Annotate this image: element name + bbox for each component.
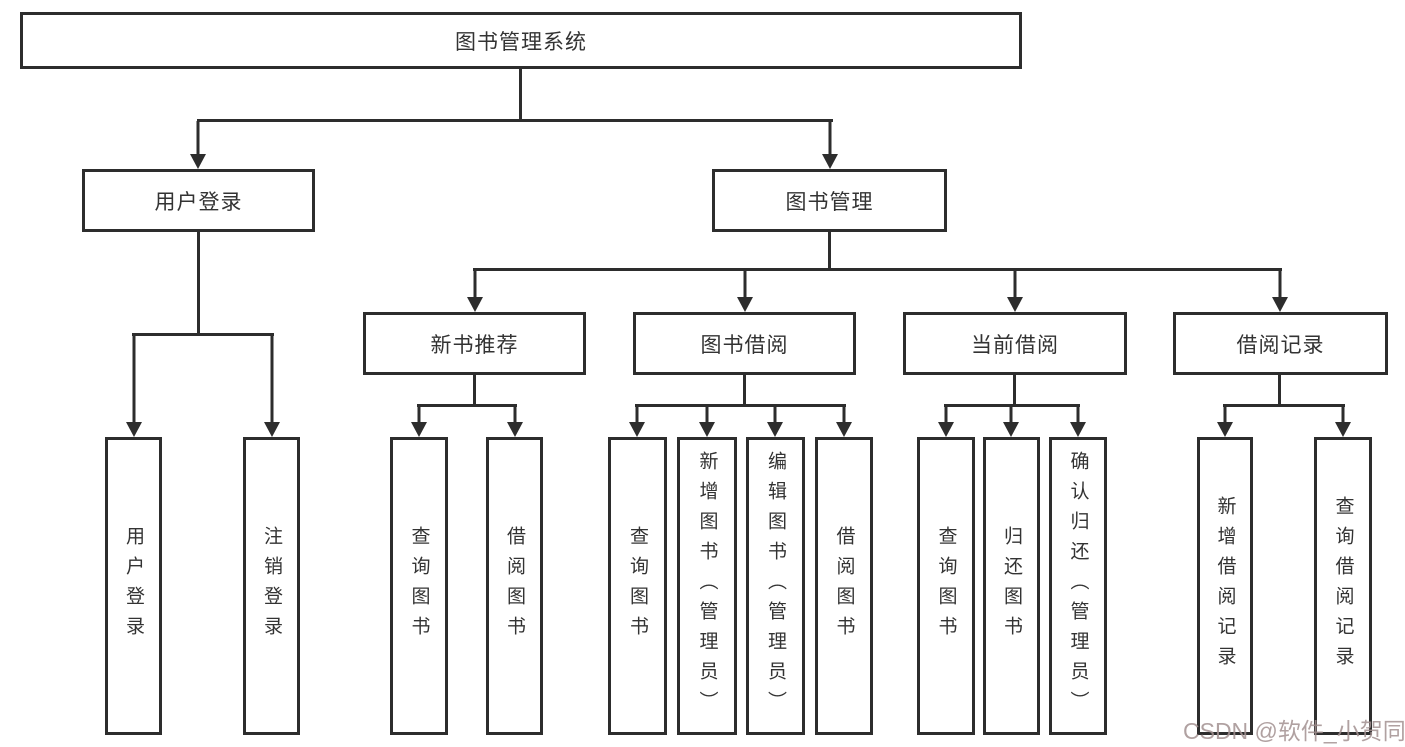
- edge-recommend-branch: [417, 404, 517, 407]
- arrowhead-to-user-login-leaf: [126, 336, 142, 437]
- leaf-label: 查询图书: [627, 526, 648, 646]
- node-label: 图书管理系统: [455, 30, 587, 54]
- leaf-label: 借阅图书: [504, 526, 525, 646]
- leaf-label: 查询图书: [935, 526, 957, 646]
- leaf-label: 用户登录: [123, 526, 144, 646]
- arrowhead-to-current-borrow: [1007, 271, 1023, 312]
- node-label: 用户登录: [154, 190, 243, 214]
- leaf-label: 确认归还（管理员）: [1067, 451, 1089, 721]
- leaf-label: 编辑图书（管理员）: [765, 451, 786, 721]
- leaf-user-login: 用户登录: [105, 437, 162, 735]
- node-library-management-system: 图书管理系统: [20, 12, 1022, 69]
- edge-user-login-branch: [132, 333, 274, 336]
- arrowhead-to-new-book-recommend: [467, 271, 483, 312]
- edge-user-login-drop: [197, 232, 200, 335]
- node-label: 图书管理: [785, 190, 874, 214]
- edge-records-drop: [1278, 375, 1281, 406]
- leaf-label: 借阅图书: [833, 526, 855, 646]
- node-label: 当前借阅: [971, 333, 1059, 357]
- arrowhead-to-borrow-add: [699, 407, 715, 437]
- leaf-label: 新增图书（管理员）: [696, 451, 718, 721]
- arrowhead-to-current-confirm: [1070, 407, 1086, 437]
- arrowhead-to-book-borrow: [737, 271, 753, 312]
- edge-current-drop: [1013, 375, 1016, 406]
- edge-current-branch: [944, 404, 1080, 407]
- arrowhead-to-borrow-edit: [767, 407, 783, 437]
- node-label: 新书推荐: [430, 333, 519, 357]
- arrowhead-to-borrow-query: [629, 407, 645, 437]
- edge-level3-branch: [473, 268, 1282, 271]
- leaf-records-query-borrow-record: 查询借阅记录: [1314, 437, 1372, 735]
- node-current-borrow: 当前借阅: [903, 312, 1127, 375]
- node-label: 图书借阅: [700, 333, 789, 357]
- node-book-management: 图书管理: [712, 169, 947, 232]
- arrowhead-to-book-management: [822, 121, 838, 169]
- leaf-label: 注销登录: [261, 526, 282, 646]
- leaf-borrow-edit-books-admin: 编辑图书（管理员）: [746, 437, 805, 735]
- edge-root-drop: [519, 69, 522, 121]
- edge-level2-branch: [197, 119, 833, 122]
- arrowhead-to-recommend-borrow: [507, 407, 523, 437]
- edge-borrow-drop: [743, 375, 746, 406]
- leaf-recommend-query-books: 查询图书: [390, 437, 448, 735]
- arrowhead-to-recommend-query: [411, 407, 427, 437]
- leaf-current-confirm-return-admin: 确认归还（管理员）: [1049, 437, 1107, 735]
- leaf-logout-login: 注销登录: [243, 437, 300, 735]
- leaf-borrow-add-books-admin: 新增图书（管理员）: [677, 437, 737, 735]
- node-label: 借阅记录: [1236, 333, 1325, 357]
- leaf-borrow-borrow-books: 借阅图书: [815, 437, 873, 735]
- arrowhead-to-current-return: [1003, 407, 1019, 437]
- leaf-label: 新增借阅记录: [1214, 496, 1236, 676]
- node-borrow-records: 借阅记录: [1173, 312, 1388, 375]
- edge-recommend-drop: [473, 375, 476, 406]
- node-book-borrow: 图书借阅: [633, 312, 856, 375]
- leaf-recommend-borrow-books: 借阅图书: [486, 437, 543, 735]
- arrowhead-to-borrow-records: [1272, 271, 1288, 312]
- leaf-label: 归还图书: [1001, 526, 1022, 646]
- arrowhead-to-records-add: [1217, 407, 1233, 437]
- leaf-current-return-books: 归还图书: [983, 437, 1040, 735]
- node-new-book-recommend: 新书推荐: [363, 312, 586, 375]
- leaf-current-query-books: 查询图书: [917, 437, 975, 735]
- edge-book-management-drop: [828, 232, 831, 270]
- edge-records-branch: [1223, 404, 1345, 407]
- leaf-borrow-query-books: 查询图书: [608, 437, 667, 735]
- leaf-records-add-borrow-record: 新增借阅记录: [1197, 437, 1253, 735]
- arrowhead-to-borrow-borrow: [836, 407, 852, 437]
- arrowhead-to-records-query: [1335, 407, 1351, 437]
- arrowhead-to-logout-leaf: [264, 336, 280, 437]
- node-user-login: 用户登录: [82, 169, 315, 232]
- edge-borrow-branch: [635, 404, 846, 407]
- arrowhead-to-user-login: [190, 121, 206, 169]
- leaf-label: 查询图书: [408, 526, 430, 646]
- csdn-watermark: CSDN @软件_小贺同学: [1183, 718, 1405, 744]
- leaf-label: 查询借阅记录: [1332, 496, 1354, 676]
- arrowhead-to-current-query: [938, 407, 954, 437]
